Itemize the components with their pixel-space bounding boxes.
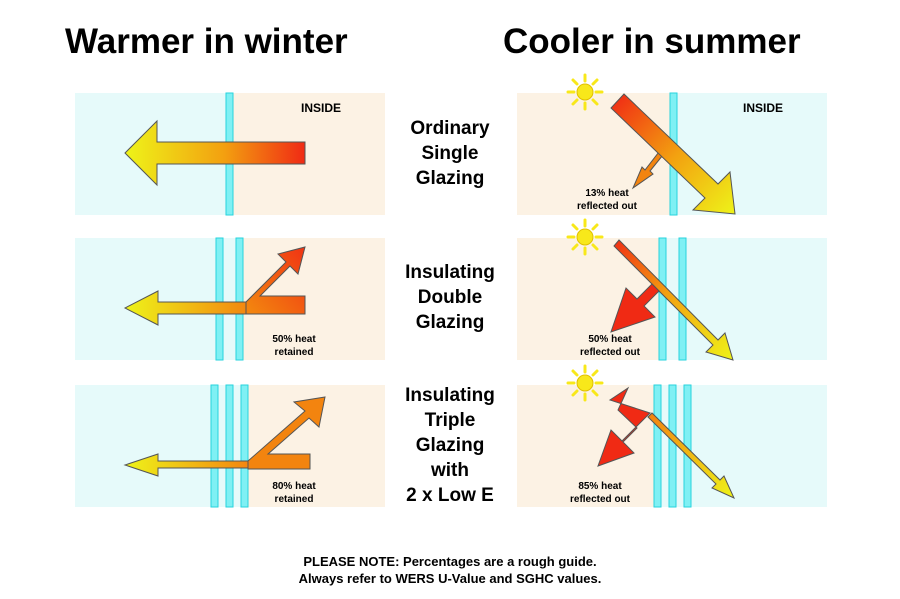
summer-heading: Cooler in summer	[503, 22, 801, 61]
glass-pane	[235, 237, 244, 361]
outside-area	[517, 93, 672, 215]
summer-caption-line2: reflected out	[580, 347, 641, 358]
summer-caption-line1: 50% heat	[588, 334, 632, 345]
winter-caption-line1: 50% heat	[272, 334, 316, 345]
row3-label-line: Glazing	[415, 435, 485, 456]
sun-icon	[566, 364, 604, 402]
row1-label-line: Ordinary	[410, 118, 490, 139]
summer-caption-line2: reflected out	[577, 201, 638, 212]
solar-heat-arrow	[613, 239, 734, 361]
glass-pane	[678, 237, 687, 361]
sun-icon	[566, 73, 604, 111]
glass-pane	[225, 384, 234, 508]
row2-label-line: Double	[417, 287, 483, 308]
inside-area	[662, 238, 827, 360]
reflected-heat-arrow	[597, 386, 651, 467]
footnote: PLEASE NOTE: Percentages are a rough gui…	[0, 553, 900, 587]
row1-label: Ordinary Single Glazing	[390, 116, 510, 191]
solar-heat-arrow	[647, 412, 736, 500]
winter-caption-line2: retained	[275, 347, 314, 358]
outside-area	[75, 385, 247, 507]
glass-pane	[668, 384, 677, 508]
row1-summer-panel: INSIDE 13% heat reflected out	[517, 73, 827, 216]
row1-label-line: Glazing	[415, 168, 485, 189]
heat-loss-arrow	[123, 290, 247, 326]
glass-pane	[240, 384, 249, 508]
winter-caption-line1: 80% heat	[272, 481, 316, 492]
inside-label: INSIDE	[743, 101, 783, 115]
inside-area	[672, 93, 827, 215]
winter-heading: Warmer in winter	[65, 22, 348, 61]
row3-label-line: with	[431, 460, 469, 481]
heat-retained-arrow	[245, 246, 306, 315]
row2-summer-panel: 50% heat reflected out	[517, 218, 827, 361]
row2-label-line: Insulating	[405, 262, 495, 283]
glass-pane	[658, 237, 667, 361]
winter-caption-line2: retained	[275, 494, 314, 505]
footnote-line: Always refer to WERS U-Value and SGHC va…	[298, 571, 602, 586]
heat-loss-arrow	[123, 453, 251, 477]
row3-summer-panel: 85% heat reflected out	[517, 364, 827, 508]
row2-label: Insulating Double Glazing	[390, 260, 510, 335]
reflected-heat-arrow	[610, 283, 660, 333]
row2-winter-panel: 50% heat retained	[75, 237, 385, 361]
row3-winter-panel: 80% heat retained	[75, 384, 385, 508]
summer-caption-line1: 85% heat	[578, 481, 622, 492]
sun-icon	[566, 218, 604, 256]
row3-label-line: Insulating	[405, 385, 495, 406]
glass-pane	[210, 384, 219, 508]
row1-label-line: Single	[421, 143, 479, 164]
row3-label: Insulating Triple Glazing with 2 x Low E	[390, 383, 510, 508]
heat-loss-arrow	[124, 119, 306, 187]
solar-heat-arrow	[610, 93, 736, 215]
glass-pane	[215, 237, 224, 361]
footnote-line: PLEASE NOTE: Percentages are a rough gui…	[303, 554, 597, 569]
inside-label: INSIDE	[301, 101, 341, 115]
row3-label-line: Triple	[424, 410, 476, 431]
heat-retained-arrow	[247, 396, 326, 470]
row2-label-line: Glazing	[415, 312, 485, 333]
summer-caption-line1: 13% heat	[585, 188, 629, 199]
glass-pane	[653, 384, 662, 508]
row3-label-line: 2 x Low E	[406, 485, 494, 506]
summer-caption-line2: reflected out	[570, 494, 631, 505]
row1-winter-panel: INSIDE	[75, 92, 385, 216]
outside-area	[517, 385, 657, 507]
